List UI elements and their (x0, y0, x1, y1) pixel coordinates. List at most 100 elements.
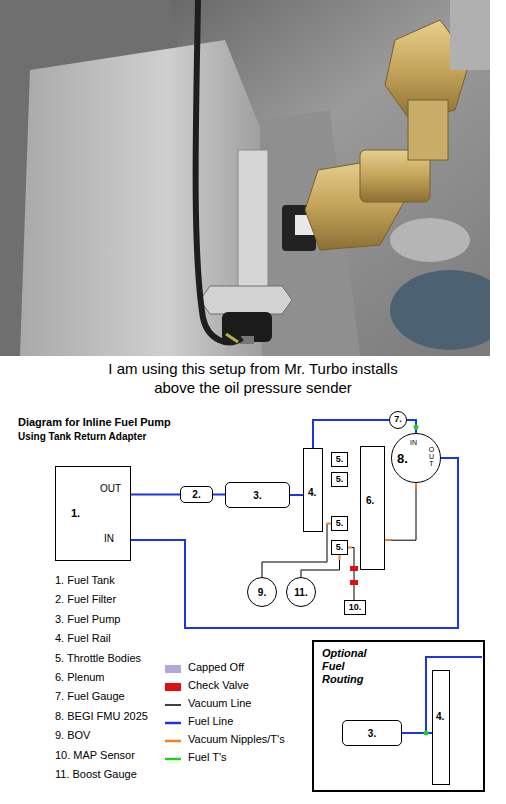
node-number: 3. (253, 490, 261, 501)
vacuum-nipple (339, 555, 341, 560)
node-number: 5. (336, 519, 344, 529)
vacuum-line (385, 483, 416, 540)
key-item: 8. BEGI FMU 2025 (55, 710, 148, 723)
legend-text: Vacuum Line (188, 697, 251, 710)
sender-wire (196, 0, 242, 342)
diagram-title: Diagram for Inline Fuel Pump (18, 416, 171, 429)
key-item: 2. Fuel Filter (55, 593, 116, 606)
check-valve (350, 566, 358, 571)
legend-line-sample (165, 736, 183, 746)
part-box: 2. (180, 486, 213, 503)
node-number: 2. (192, 489, 200, 500)
key-item: 7. Fuel Gauge (55, 690, 125, 703)
legend-line (165, 758, 181, 761)
circle-shape (390, 412, 407, 429)
legend-text: Fuel T's (188, 751, 227, 764)
key-item: 4. Fuel Rail (55, 632, 111, 645)
part-box: 1. OUT IN (55, 466, 131, 561)
gauge-circle: 7. (389, 411, 407, 429)
vacuum-line (301, 555, 340, 577)
circle-shape (392, 434, 441, 483)
part-box: 10. (344, 600, 366, 615)
circle-shape (287, 578, 316, 607)
node-text: 4. (308, 487, 316, 499)
node-number: 10. (349, 603, 362, 613)
legend-text: Fuel Line (188, 715, 233, 728)
node-text: IN (410, 439, 417, 447)
part-box: 3. (225, 482, 290, 508)
fuel-line (131, 458, 458, 628)
circle-shape (248, 578, 277, 607)
vacuum-line (348, 548, 354, 601)
diagram-subtitle: Using Tank Return Adapter (18, 431, 146, 443)
node-text: OUT (428, 446, 435, 467)
node-number: 5. (336, 475, 344, 485)
part-box: 4. (303, 448, 323, 532)
part-box: 5. (331, 472, 348, 487)
part-box: 5. (331, 516, 348, 531)
fuel-tee (424, 731, 429, 736)
part-box: 4. (432, 670, 450, 785)
fuel-line (213, 494, 225, 496)
key-item: 11. Boost Gauge (55, 768, 137, 781)
key-item: 6. Plenum (55, 671, 105, 684)
node-text: Optional Fuel Routing (322, 647, 382, 686)
part-box: 3. (342, 720, 402, 746)
legend-line (165, 722, 181, 725)
wire-lead (226, 334, 238, 342)
legend-line (165, 704, 181, 706)
fuel-line (290, 494, 303, 496)
node-text: 4. (436, 711, 444, 723)
photo-caption: I am using this setup from Mr. Turbo ins… (103, 359, 403, 397)
node-text: IN (104, 533, 114, 545)
legend-swatch (165, 665, 181, 673)
upper-pipe (450, 0, 490, 70)
fuel-line (313, 420, 389, 448)
part-box: 6. (360, 446, 385, 570)
node-text: 6. (366, 495, 374, 507)
legend-line-sample (165, 700, 183, 710)
vacuum-nipple (348, 547, 352, 549)
key-item: 9. BOV (55, 729, 90, 742)
node-number: 11. (294, 587, 307, 598)
check-valve (350, 580, 358, 585)
legend-text: Capped Off (188, 661, 244, 674)
part-box: 5. (331, 452, 348, 467)
node-number: 5. (336, 543, 344, 553)
gauge-circle: 8.IN OUT (391, 433, 441, 483)
legend-line (165, 740, 181, 743)
key-item: 10. MAP Sensor (55, 749, 135, 762)
legend-swatch (165, 683, 181, 691)
gauge-circle: 9. (247, 577, 277, 607)
vacuum-nipple (385, 539, 391, 541)
sender-bracket (238, 150, 268, 290)
key-item: 3. Fuel Pump (55, 613, 120, 626)
vacuum-nipple (415, 483, 417, 489)
legend-line-sample (165, 754, 183, 764)
key-item: 1. Fuel Tank (55, 574, 115, 587)
node-text: 8. (397, 452, 408, 467)
engine-photo (0, 0, 490, 356)
hose-clamp (390, 218, 470, 262)
legend-text: Vacuum Nipples/T's (188, 733, 285, 746)
legend-text: Check Valve (188, 679, 249, 692)
fuel-tee (414, 425, 419, 430)
inset-panel: Optional Fuel Routing 3. 4. (312, 640, 485, 792)
node-number: 5. (336, 455, 344, 465)
brass-tube (408, 100, 448, 160)
node-text: OUT (100, 483, 121, 495)
node-number: 3. (368, 728, 376, 739)
key-item: 5. Throttle Bodies (55, 652, 141, 665)
part-box: 5. (331, 540, 348, 555)
fuel-line (131, 494, 180, 496)
sender-hex (200, 286, 292, 314)
gauge-circle: 11. (286, 577, 316, 607)
node-text: 1. (71, 507, 80, 520)
node-number: 7. (394, 415, 402, 425)
hose (390, 270, 490, 350)
node-number: 9. (258, 587, 266, 598)
legend-line-sample (165, 718, 183, 728)
